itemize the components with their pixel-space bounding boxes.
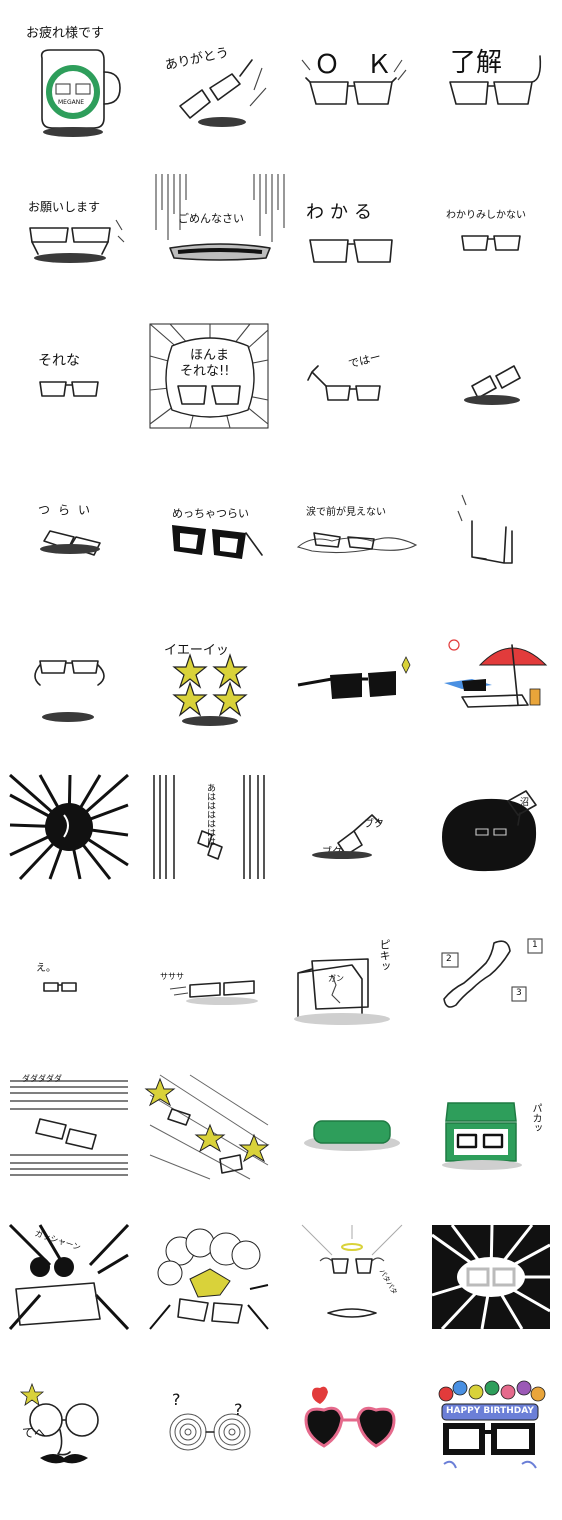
sticker-lying-glasses[interactable] — [432, 320, 562, 460]
question-mark-2: ? — [234, 1400, 243, 1419]
map-number-3: 3 — [516, 988, 522, 998]
sticker-happy-birthday[interactable]: HAPPY BIRTHDAY — [432, 1380, 562, 1520]
sticker-flying-stars[interactable] — [144, 1074, 290, 1215]
sticker-text: パカッ — [530, 1103, 541, 1133]
sticker-text: ブク — [364, 819, 384, 830]
sticker-tehe[interactable]: てへ — [10, 1380, 150, 1520]
sticker-dewa[interactable]: ではー — [292, 320, 432, 460]
sticker-yeei[interactable]: イエーイッ — [150, 625, 290, 765]
sticker-text: サササ — [160, 972, 184, 981]
sticker-tsurai[interactable]: つらい — [10, 475, 150, 615]
map-number-1: 1 — [532, 940, 538, 950]
sticker-gassha[interactable]: ガッシャーン — [8, 1223, 150, 1365]
sticker-flash[interactable] — [431, 1224, 562, 1365]
sticker-text: 涙で前が見えない — [306, 507, 386, 518]
sticker-ryoukai[interactable]: 了解 — [432, 20, 562, 160]
sticker-beach[interactable] — [432, 625, 562, 765]
sticker-green-case[interactable] — [292, 1075, 432, 1215]
sticker-arigatou[interactable]: ありがとう — [150, 20, 290, 160]
sign-text: 沼 — [520, 798, 530, 808]
sticker-dadada[interactable]: ダダダダダ — [10, 1074, 150, 1215]
sticker-ok[interactable]: Ｏ Ｋ — [292, 20, 432, 160]
sticker-meccha-tsurai[interactable]: めっちゃつらい — [150, 475, 290, 615]
sticker-text: つらい — [38, 503, 99, 517]
sticker-otsukare[interactable]: お疲れ様です MEGANE — [10, 20, 150, 160]
sticker-e[interactable]: え。 — [10, 925, 150, 1065]
sticker-text: お疲れ様です — [26, 26, 105, 41]
sticker-heart-glasses[interactable] — [292, 1380, 432, 1520]
sticker-open-case[interactable]: パカッ — [432, 1075, 562, 1215]
sticker-floating-glasses[interactable] — [10, 625, 150, 765]
sticker-wakarimi[interactable]: わかりみしかない — [432, 170, 562, 310]
mug-label: MEGANE — [58, 99, 85, 106]
sticker-numa[interactable]: 沼 — [432, 775, 562, 915]
sticker-honma-sorena[interactable]: ほんま それな!! — [149, 320, 290, 460]
sticker-text: Ｏ Ｋ — [314, 50, 393, 80]
sticker-text: それな — [38, 353, 80, 369]
sticker-map[interactable]: 1 2 3 — [432, 925, 562, 1065]
sticker-onegaishimasu[interactable]: お願いします — [10, 170, 150, 310]
sticker-namida[interactable]: 涙で前が見えない — [292, 475, 432, 615]
sticker-buku[interactable]: ブク ブク — [292, 775, 432, 915]
sticker-text: あはははははは — [205, 783, 215, 846]
sticker-text: ごめんなさい — [178, 212, 244, 225]
sticker-text: てへ — [22, 1426, 47, 1440]
sticker-text: ほんま — [190, 348, 230, 363]
sticker-text: ダダダダダ — [22, 1074, 62, 1083]
sticker-text: え。 — [36, 963, 56, 974]
sticker-standing-glasses[interactable] — [432, 475, 562, 615]
sticker-text: イエーイッ — [164, 643, 229, 658]
sticker-text: わかる — [306, 202, 378, 223]
map-number-2: 2 — [446, 954, 452, 964]
sticker-pikit[interactable]: ピキッ ガン — [292, 925, 432, 1065]
sticker-text-2: ガン — [328, 974, 344, 983]
sticker-sorena[interactable]: それな — [10, 320, 150, 460]
sticker-text-2: それな!! — [180, 364, 230, 379]
sticker-shock-burst[interactable] — [9, 773, 150, 915]
sticker-wakaru[interactable]: わかる — [292, 170, 432, 310]
sticker-text: めっちゃつらい — [172, 507, 249, 520]
sticker-spiral[interactable]: ? ? — [150, 1380, 290, 1520]
sticker-sasasa[interactable]: サササ — [150, 925, 290, 1065]
sticker-gomennasai[interactable]: ごめんなさい — [150, 170, 290, 310]
sticker-text: お願いします — [28, 200, 101, 214]
banner-text: HAPPY BIRTHDAY — [446, 1406, 534, 1416]
sticker-ahaha[interactable]: あはははははは — [150, 775, 290, 915]
sticker-sunglasses[interactable] — [292, 625, 432, 765]
sticker-text: ピキッ — [378, 939, 391, 972]
sticker-text: わかりみしかない — [446, 210, 526, 221]
question-mark-1: ? — [172, 1390, 181, 1409]
sticker-angel[interactable]: パタパタ — [292, 1224, 432, 1365]
sticker-explosion[interactable] — [149, 1225, 290, 1365]
sticker-text: 了解 — [450, 48, 503, 78]
